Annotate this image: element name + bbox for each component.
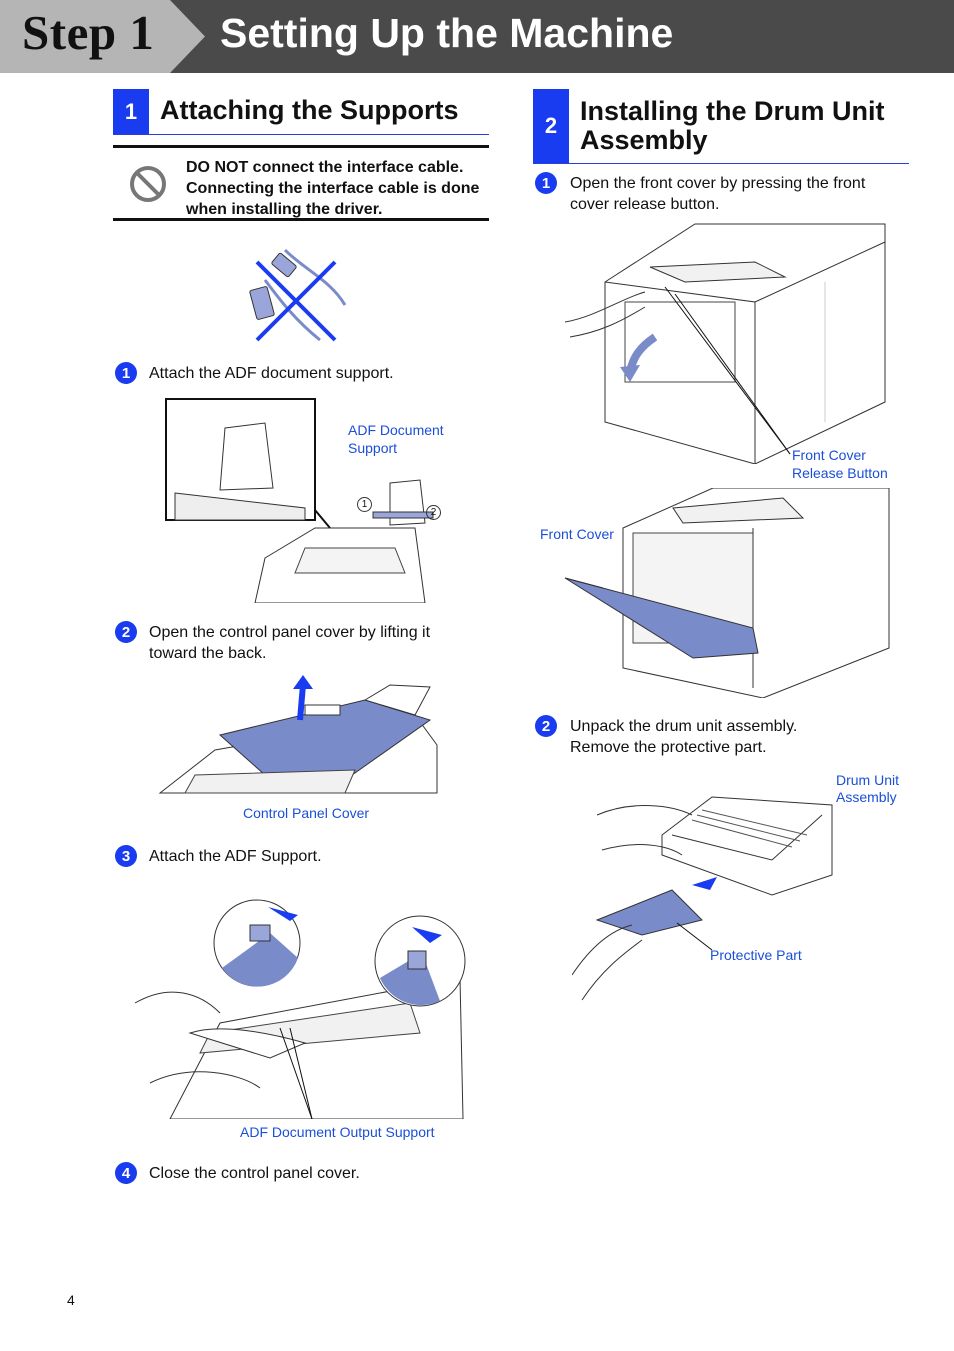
adf-document-support-callout-line1: ADF Document	[348, 422, 444, 438]
adf-support-illustration	[134, 899, 466, 1119]
page-title: Setting Up the Machine	[220, 10, 674, 56]
front-cover-callout: Front Cover	[540, 526, 614, 542]
section-1-step-2-badge: 2	[115, 621, 137, 643]
section-2-step-2-text-line1: Unpack the drum unit assembly.	[570, 718, 798, 735]
control-panel-cover-callout: Control Panel Cover	[243, 805, 370, 821]
drum-unit-illustration	[572, 796, 833, 1001]
section-1-number: 1	[113, 89, 149, 134]
section-2-title-line1: Installing the Drum Unit	[580, 96, 885, 126]
page-header: Step 1 Setting Up the Machine	[0, 0, 954, 73]
prohibited-icon	[130, 166, 166, 202]
protective-part-callout: Protective Part	[710, 947, 802, 963]
section-1-step-4-badge: 4	[115, 1162, 137, 1184]
step-tab-shape	[0, 0, 205, 73]
adf-document-output-support-callout: ADF Document Output Support	[240, 1124, 435, 1140]
section-1-title: Attaching the Supports	[160, 95, 459, 125]
section-2-step-2-badge: 2	[535, 715, 557, 737]
front-cover-release-callout-line1: Front Cover	[792, 447, 866, 463]
section-1-step-3-badge: 3	[115, 845, 137, 867]
section-2-step-1-text-line2: cover release button.	[570, 196, 720, 213]
section-1-step-1-badge: 1	[115, 362, 137, 384]
section-1-step-2-text: Open the control panel cover by lifting …	[149, 624, 431, 662]
interface-cable-crossed-illustration	[249, 248, 347, 342]
section-2-number: 2	[533, 89, 569, 163]
front-cover-open-illustration	[564, 488, 890, 698]
control-panel-cover-illustration	[158, 675, 438, 794]
adf-document-support-illustration	[165, 398, 434, 603]
section-1-step-1-text: Attach the ADF document support.	[149, 365, 394, 382]
section-2-step-1-text-line1: Open the front cover by pressing the fro…	[570, 175, 866, 192]
step-label: Step 1	[22, 5, 155, 60]
section-2-step-2-text-line2: Remove the protective part.	[570, 739, 767, 756]
marker-1-label: 1	[357, 497, 372, 512]
section-2-title-line2: Assembly	[580, 125, 708, 155]
warning-text: DO NOT connect the interface cable. Conn…	[186, 159, 480, 218]
section-1-step-4-text: Close the control panel cover.	[149, 1165, 360, 1182]
section-1-heading: 1 Attaching the Supports	[113, 89, 489, 135]
warning-box: DO NOT connect the interface cable. Conn…	[113, 145, 489, 221]
drum-unit-callout-line2: Assembly	[836, 789, 897, 805]
section-2-heading: 2 Installing the Drum Unit Assembly	[533, 89, 909, 164]
adf-document-support-callout-line2: Support	[348, 440, 398, 456]
section-1-step-3-text: Attach the ADF Support.	[149, 848, 322, 865]
page-number: 4	[67, 1292, 75, 1308]
front-cover-release-callout-line2: Release Button	[792, 465, 888, 481]
drum-unit-callout-line1: Drum Unit	[836, 772, 900, 788]
marker-2-label: 2	[426, 505, 441, 520]
front-cover-release-illustration	[565, 223, 886, 464]
section-2-step-1-badge: 1	[535, 172, 557, 194]
